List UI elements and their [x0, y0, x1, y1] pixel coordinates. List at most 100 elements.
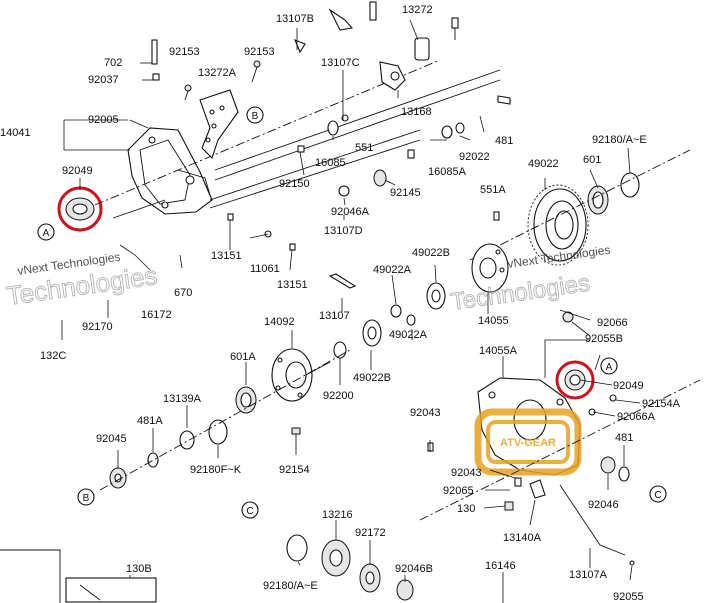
ring-gear-49022	[527, 184, 589, 266]
bottom-assembly	[0, 534, 414, 603]
label-481A: 481A	[137, 415, 163, 427]
label-92145: 92145	[390, 187, 421, 199]
label-92065: 92065	[443, 485, 474, 497]
label-13107: 13107	[319, 310, 350, 322]
svg-text:A: A	[606, 362, 613, 373]
top-shift-parts	[293, 1, 459, 91]
label-14055: 14055	[478, 315, 509, 327]
label-16085A: 16085A	[428, 166, 467, 178]
label-49022: 49022	[528, 158, 559, 170]
svg-text:B: B	[83, 493, 90, 504]
shaft-components	[227, 95, 511, 251]
label-92055B: 92055B	[585, 333, 623, 345]
label-481-right: 481	[615, 432, 633, 444]
label-13151-b: 13151	[277, 279, 308, 291]
stamp-text: ATV-GEAR	[500, 437, 556, 449]
label-601-top: 601	[583, 154, 601, 166]
label-13168: 13168	[401, 106, 432, 118]
label-13107A: 13107A	[569, 569, 608, 581]
label-49022B: 49022B	[412, 247, 450, 259]
bearing-601	[587, 172, 640, 215]
label-601A: 601A	[230, 351, 256, 363]
washer-49022A	[390, 304, 402, 318]
shaft-axis-line	[94, 59, 441, 206]
seal-92066	[562, 311, 574, 323]
label-49022A: 49022A	[373, 264, 412, 276]
part-labels: 13107B 13272 702 92153 92153 92037 13272…	[0, 4, 681, 603]
callout-C-bottom: C	[241, 501, 259, 519]
watermark-right: vNext Technologies Technologies	[449, 243, 612, 317]
label-49022B-2: 49022B	[353, 372, 391, 384]
label-130B: 130B	[126, 563, 152, 575]
washer-92046	[600, 456, 616, 474]
label-92046A: 92046A	[331, 206, 370, 218]
pin-92043	[427, 442, 434, 452]
label-92043-b: 92043	[451, 467, 482, 479]
label-92066A: 92066A	[617, 411, 656, 423]
label-92043-a: 92043	[410, 407, 441, 419]
label-92046: 92046	[588, 499, 619, 511]
front-housing-14041	[127, 127, 213, 215]
circlip-481A	[147, 452, 159, 468]
label-92153-a: 92153	[169, 46, 200, 58]
label-92180-AE: 92180/A~E	[592, 134, 647, 146]
label-13272: 13272	[402, 4, 433, 16]
pin-551A	[493, 211, 500, 221]
callout-C-right: C	[649, 485, 667, 503]
svg-text:A: A	[43, 228, 50, 239]
label-92049-left: 92049	[62, 165, 93, 177]
label-13151-a: 13151	[211, 250, 242, 262]
plate-13272A	[199, 89, 239, 160]
svg-text:B: B	[252, 111, 259, 122]
label-13272A: 13272A	[198, 67, 237, 79]
label-13140A: 13140A	[503, 532, 542, 544]
flange-14092	[271, 348, 331, 402]
label-92150: 92150	[279, 178, 310, 190]
diff-case-14055	[471, 243, 509, 293]
label-16146: 16146	[485, 560, 516, 572]
o-ring-92180-lower	[286, 534, 308, 562]
watermark-left: vNext Technologies Technologies	[4, 250, 159, 312]
label-670: 670	[174, 287, 192, 299]
label-92180-FK: 92180F~K	[190, 464, 242, 476]
label-92037: 92037	[88, 74, 119, 86]
label-481-top: 481	[495, 135, 513, 147]
callout-B-top: B	[246, 106, 264, 124]
seal-92049-right	[555, 360, 595, 400]
callout-A-right: A	[600, 357, 618, 375]
label-132C: 132C	[40, 350, 66, 362]
lever-13140A	[529, 479, 546, 499]
gear-49022B	[426, 282, 446, 310]
label-14041: 14041	[0, 127, 31, 139]
label-92055: 92055	[613, 591, 644, 603]
label-13107D: 13107D	[324, 225, 363, 237]
label-13216: 13216	[322, 509, 353, 521]
svg-text:C: C	[654, 490, 661, 501]
callout-A-left: A	[37, 223, 55, 241]
label-92172: 92172	[355, 527, 386, 539]
label-14092: 14092	[264, 316, 295, 328]
label-13107C: 13107C	[321, 57, 360, 69]
o-ring-92180F	[208, 419, 228, 445]
label-92005: 92005	[88, 114, 119, 126]
leader-lines	[61, 19, 641, 603]
label-92066-top: 92066	[597, 317, 628, 329]
label-551A: 551A	[480, 184, 506, 196]
label-702: 702	[104, 57, 122, 69]
atv-gear-stamp: ATV-GEAR	[474, 408, 582, 476]
label-92154A: 92154A	[642, 398, 681, 410]
dowel-702	[151, 39, 160, 81]
label-13139A: 13139A	[163, 393, 202, 405]
label-16172: 16172	[141, 309, 172, 321]
bolts-92153	[184, 60, 261, 101]
label-92022: 92022	[459, 151, 490, 163]
svg-text:Technologies: Technologies	[449, 270, 592, 316]
label-130: 130	[457, 503, 475, 515]
bearing-601A	[235, 386, 257, 414]
gear-49022B-lower	[362, 319, 382, 347]
bearing-13139A	[179, 430, 195, 450]
label-13107B: 13107B	[276, 13, 314, 25]
label-92180-AE-2: 92180/A~E	[263, 580, 318, 592]
svg-text:C: C	[246, 506, 253, 517]
